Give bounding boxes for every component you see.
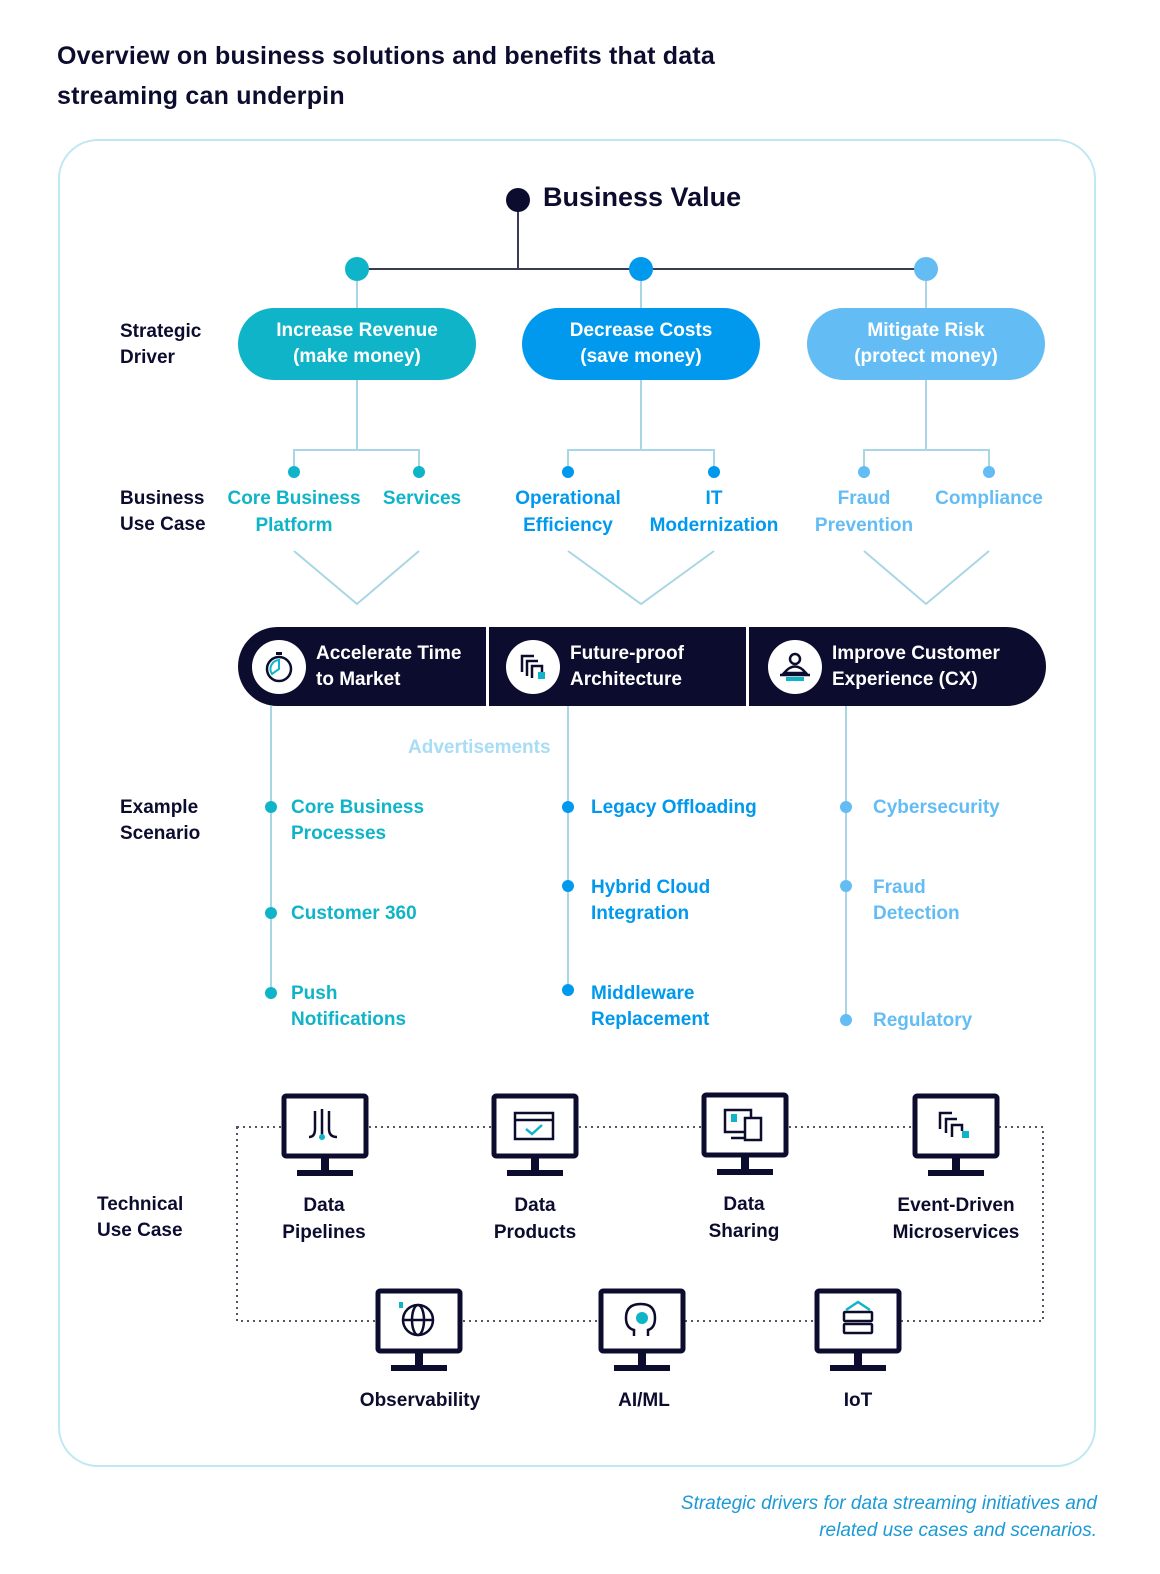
driver-dot-costs [629,257,653,281]
driver-decrease-costs: Decrease Costs (save money) [522,308,760,380]
data-products-icon [491,1093,579,1181]
scenario-core-business-processes: Core Business Processes [291,797,425,844]
diagram-frame [58,139,1096,1467]
advertisements-label: Advertisements [408,737,551,758]
scenario-hybrid-cloud-integration: Hybrid Cloud Integration [591,877,711,924]
scenario-middleware-replacement: Middleware Replacement [591,983,710,1030]
use-case-it-modernization: IT Modernization [649,488,779,536]
scenario-customer-360: Customer 360 [291,903,417,924]
tech-data-pipelines: Data Pipelines [282,1195,366,1243]
driver-increase-revenue: Increase Revenue (make money) [238,308,476,380]
page-title: Overview on business solutions and benef… [57,42,715,110]
figure-caption: Strategic drivers for data streaming ini… [680,1493,1097,1541]
use-case-services: Services [382,488,462,509]
tech-data-products: Data Products [493,1195,577,1243]
microservices-icon [912,1093,1000,1181]
scenario-cybersecurity: Cybersecurity [873,797,1000,818]
data-sharing-icon [701,1092,789,1180]
tech-observability: Observability [359,1390,481,1411]
use-case-fraud-prevention: Fraud Prevention [814,488,914,536]
tech-ai-ml: AI/ML [618,1390,670,1411]
scenario-regulatory: Regulatory [873,1010,973,1031]
benefits-bar: Accelerate Time to Market Future-proof A… [238,627,1046,706]
use-case-core-business-platform: Core Business Platform [227,488,361,536]
use-case-compliance: Compliance [935,488,1043,509]
iot-icon [814,1288,902,1376]
scenario-fraud-detection: Fraud Detection [873,877,960,924]
row-label-business-use-case: Business Use Case [120,488,206,535]
tech-data-sharing: Data Sharing [708,1194,780,1242]
driver-mitigate-risk: Mitigate Risk (protect money) [807,308,1045,380]
benefit-accelerate-time-to-market: Accelerate Time to Market [252,627,461,706]
tech-iot: IoT [843,1390,873,1411]
row-label-technical-use-case: Technical Use Case [97,1194,184,1241]
benefit-improve-customer-experience: Improve Customer Experience (CX) [768,627,1000,706]
globe-icon [375,1288,463,1376]
business-value-label: Business Value [543,182,742,212]
benefit-future-proof-architecture: Future-proof Architecture [506,627,684,706]
scenario-push-notifications: Push Notifications [291,983,407,1030]
business-value-dot [506,188,530,212]
tech-event-driven-microservices: Event-Driven Microservices [892,1195,1020,1243]
row-label-example-scenario: Example Scenario [120,797,201,844]
scenario-legacy-offloading: Legacy Offloading [591,797,757,818]
use-case-operational-efficiency: Operational Efficiency [515,488,621,536]
pipelines-icon [281,1093,369,1181]
stopwatch-icon [252,639,306,694]
driver-dot-revenue [345,257,369,281]
customer-icon [768,639,822,694]
ai-head-icon [598,1288,686,1376]
row-label-strategic-driver: Strategic Driver [120,321,202,368]
architecture-icon [506,639,560,694]
driver-dot-risk [914,257,938,281]
